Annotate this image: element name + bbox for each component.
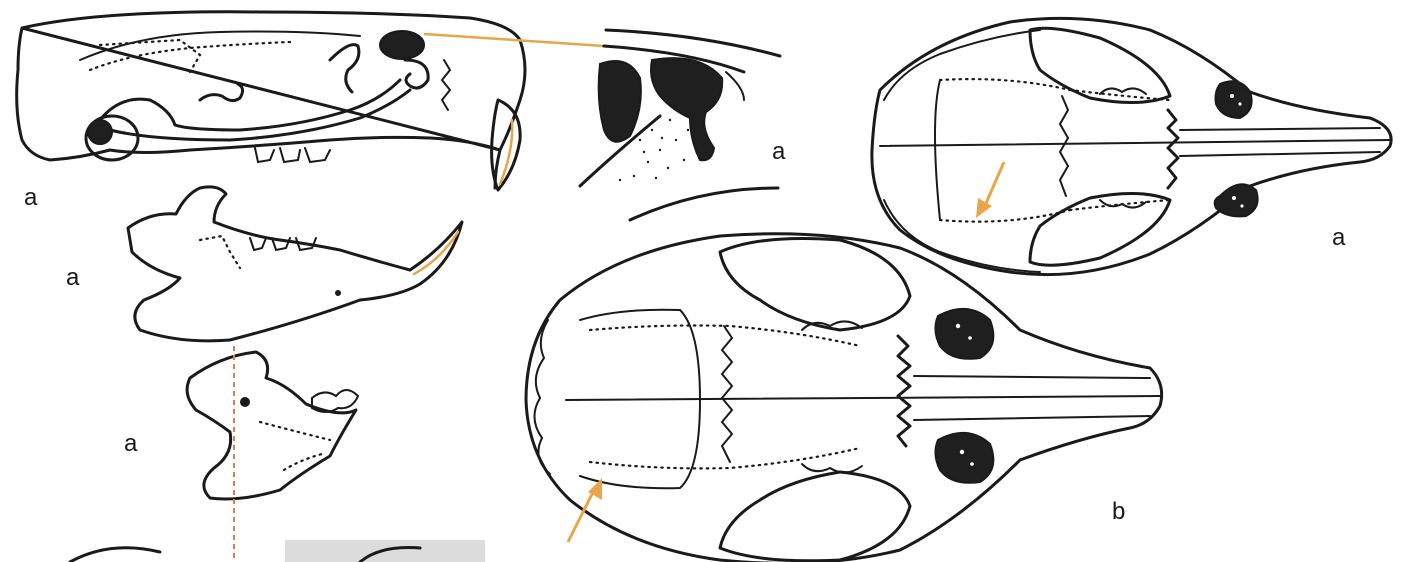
dorsal-skull-b-drawing (526, 234, 1162, 562)
label-tympanic-detail: a (772, 140, 785, 164)
label-dorsal-skull-b: b (1112, 500, 1125, 524)
mandible-drawing (128, 187, 462, 341)
label-dorsal-skull-a: a (1332, 226, 1345, 250)
label-mandible-small: a (124, 432, 137, 456)
dorsal-skull-a-drawing (872, 18, 1391, 274)
label-mandible: a (66, 266, 79, 290)
lateral-skull-drawing (17, 12, 604, 190)
label-lateral-skull: a (24, 186, 37, 210)
partial-drawings-bottom (70, 540, 485, 562)
tympanic-detail-drawing (580, 30, 780, 220)
mandible-small-drawing (187, 346, 358, 560)
